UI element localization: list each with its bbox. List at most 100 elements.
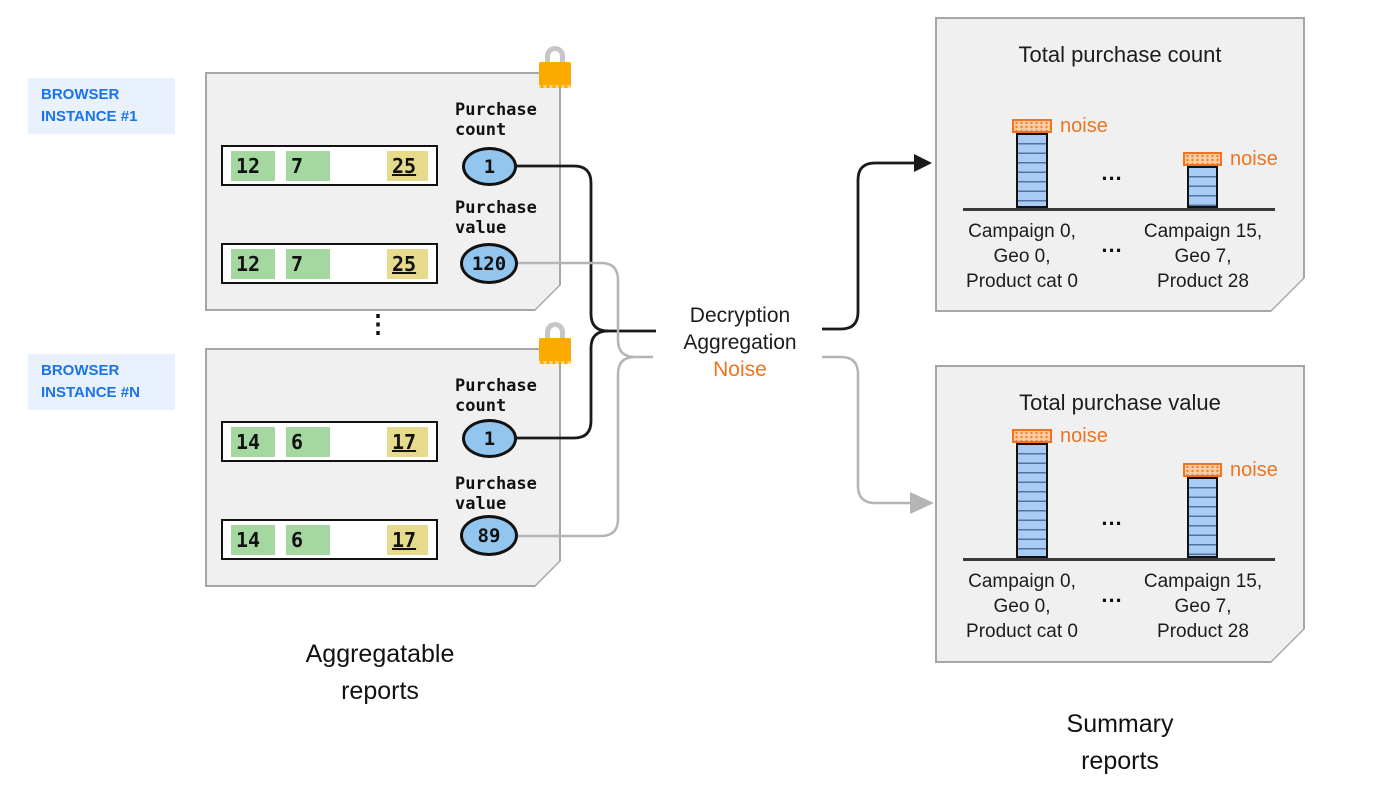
- bar-group-label-line: Geo 7,: [1174, 246, 1232, 267]
- noise-cap: [1012, 119, 1052, 133]
- noise-cap: [1183, 463, 1222, 477]
- caption-line: Aggregatable: [305, 640, 455, 668]
- bucket-cell: 12: [231, 249, 275, 279]
- key-cell: 25: [387, 249, 428, 279]
- value-arrowhead-icon: [910, 492, 934, 514]
- bucket-cell: 6: [286, 427, 330, 457]
- purchase-value-value: 120: [471, 252, 507, 275]
- labels-ellipsis: ...: [1101, 232, 1123, 257]
- purchase-count-value: 1: [483, 155, 496, 178]
- chart-title-value: Total purchase value: [1019, 390, 1221, 415]
- lock-body-icon: [539, 338, 571, 364]
- purchase-count-badge: 1: [462, 419, 517, 458]
- bar-group-label-line: Product cat 0: [966, 621, 1078, 642]
- report-vector-row: 12 7 25: [221, 243, 438, 284]
- noise-cap: [1012, 429, 1052, 443]
- purchase-value-badge: 89: [460, 515, 518, 556]
- summary-box-count-fill: [937, 19, 1303, 310]
- metric-label-purchase-count: Purchase count: [455, 100, 537, 140]
- bar-campaign15-count: [1187, 166, 1218, 208]
- count-line-instanceN: [506, 329, 609, 440]
- bar-group-label: Campaign 0, Geo 0, Product cat 0: [947, 219, 1097, 294]
- metric-label-purchase-value: Purchase value: [455, 474, 537, 514]
- bars-ellipsis: ...: [1101, 160, 1123, 185]
- bar-campaign15-value: [1187, 477, 1218, 558]
- count-arrowhead-icon: [914, 154, 932, 172]
- bar-group-label-line: Campaign 15,: [1143, 221, 1263, 242]
- metric-label-purchase-count: Purchase count: [455, 376, 537, 416]
- key-cell: 25: [387, 151, 428, 181]
- key-cell: 17: [387, 427, 428, 457]
- bar-group-label-line: Product cat 0: [966, 271, 1078, 292]
- labels-ellipsis: ...: [1101, 582, 1123, 607]
- bar-group-label-line: Campaign 15,: [1143, 571, 1263, 592]
- caption-line: reports: [1081, 747, 1159, 775]
- caption-line: reports: [341, 677, 419, 705]
- process-step-aggregation: Aggregation: [683, 331, 797, 354]
- noise-cap: [1183, 152, 1222, 166]
- purchase-count-badge: 1: [462, 147, 517, 186]
- bar-group-label: Campaign 15, Geo 7, Product 28: [1128, 569, 1278, 644]
- process-steps: Decryption Aggregation Noise: [645, 302, 835, 383]
- value-line-instanceN: [504, 355, 636, 538]
- noise-label: noise: [1060, 115, 1108, 137]
- browser-instance-1-label-line1: BROWSER: [41, 86, 120, 103]
- chart-axis: [963, 208, 1275, 211]
- bar-campaign0-value: [1016, 443, 1048, 558]
- caption-line: Summary: [1066, 710, 1174, 738]
- report-vector-row: 14 6 17: [221, 421, 438, 462]
- summary-box-value-fill: [937, 367, 1303, 661]
- lock-body-icon: [539, 62, 571, 88]
- key-cell: 17: [387, 525, 428, 555]
- browser-instance-1-label-line2: INSTANCE #1: [41, 108, 138, 125]
- count-line-to-summary: [822, 161, 914, 331]
- purchase-value-badge: 120: [460, 243, 518, 284]
- purchase-value-value: 89: [477, 524, 501, 547]
- noise-label: noise: [1060, 425, 1108, 447]
- metric-label-purchase-value: Purchase value: [455, 198, 537, 238]
- process-step-decryption: Decryption: [689, 304, 791, 327]
- browser-instance-n-label-line1: BROWSER: [41, 362, 120, 379]
- bar-group-label: Campaign 0, Geo 0, Product cat 0: [947, 569, 1097, 644]
- bucket-cell: 12: [231, 151, 275, 181]
- bar-group-label-line: Geo 0,: [993, 596, 1051, 617]
- bucket-cell: 14: [231, 525, 275, 555]
- browser-instance-1-label: BROWSER INSTANCE #1: [28, 78, 175, 134]
- value-line-instance1: [504, 261, 653, 359]
- bucket-cell: 7: [286, 249, 330, 279]
- value-line-to-summary: [822, 355, 910, 505]
- bars-ellipsis: ...: [1101, 505, 1123, 530]
- bar-group-label-line: Campaign 0,: [968, 221, 1076, 242]
- summary-box-value: [935, 365, 1305, 663]
- lock-icon: [539, 46, 571, 90]
- summary-reports-caption: Summary reports: [1020, 706, 1220, 780]
- purchase-count-value: 1: [483, 427, 496, 450]
- chart-axis: [963, 558, 1275, 561]
- browser-instance-n-label: BROWSER INSTANCE #N: [28, 354, 175, 410]
- browser-instance-n-label-line2: INSTANCE #N: [41, 384, 140, 401]
- lock-icon: [539, 322, 571, 366]
- lock-shackle-icon: [545, 46, 565, 65]
- bucket-cell: 14: [231, 427, 275, 457]
- noise-label: noise: [1230, 148, 1278, 170]
- bar-group-label-line: Product 28: [1157, 621, 1249, 642]
- summary-box-count: [935, 17, 1305, 312]
- bar-group-label-line: Product 28: [1157, 271, 1249, 292]
- count-line-instance1: [506, 164, 656, 333]
- chart-title-count: Total purchase count: [1018, 42, 1222, 67]
- lock-shackle-icon: [545, 322, 565, 341]
- bucket-cell: 6: [286, 525, 330, 555]
- bar-group-label-line: Geo 7,: [1174, 596, 1232, 617]
- noise-label: noise: [1230, 459, 1278, 481]
- report-vector-row: 14 6 17: [221, 519, 438, 560]
- bar-group-label-line: Geo 0,: [993, 246, 1051, 267]
- process-step-noise: Noise: [713, 358, 767, 381]
- bar-campaign0-count: [1016, 133, 1048, 208]
- aggregatable-reports-caption: Aggregatable reports: [280, 636, 480, 710]
- bar-group-label-line: Campaign 0,: [968, 571, 1076, 592]
- report-vector-row: 12 7 25: [221, 145, 438, 186]
- bar-group-label: Campaign 15, Geo 7, Product 28: [1128, 219, 1278, 294]
- bucket-cell: 7: [286, 151, 330, 181]
